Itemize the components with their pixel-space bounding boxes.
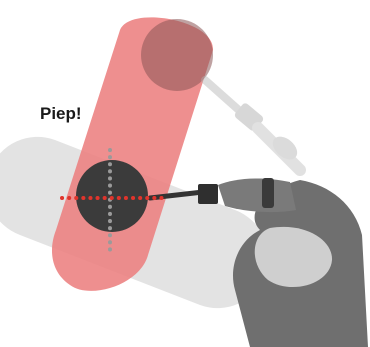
beep-sound-label: Piep! <box>40 104 82 124</box>
ghost-detector-arm <box>205 80 302 170</box>
detector-handle-box <box>198 184 218 204</box>
search-coil <box>76 160 148 232</box>
operator-hand <box>218 178 368 347</box>
